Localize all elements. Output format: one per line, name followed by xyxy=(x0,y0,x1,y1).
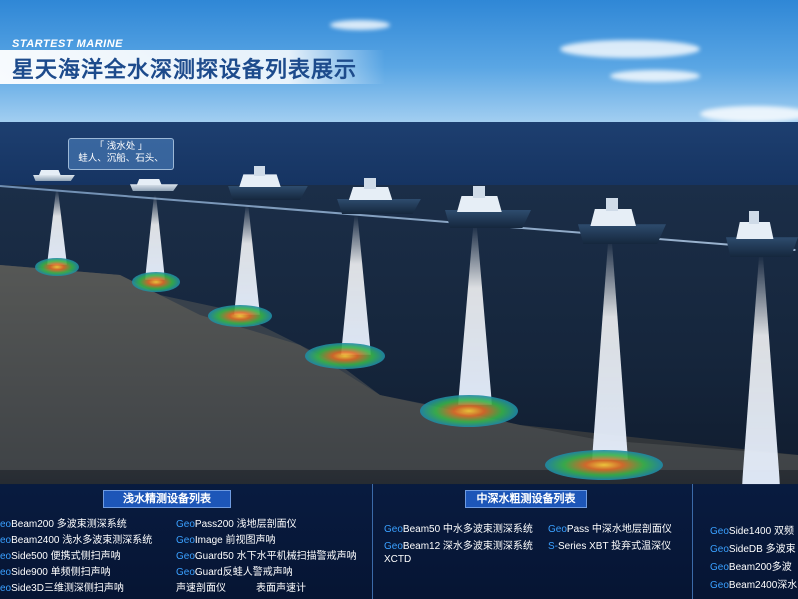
list-item: GeoGuard50 水下水平机械扫描警戒声呐 xyxy=(176,551,357,562)
cloud xyxy=(330,20,390,30)
mid-list-heading: 中深水粗测设备列表 xyxy=(465,490,587,508)
survey-ship xyxy=(726,210,798,257)
sonar-footprint xyxy=(35,258,79,276)
list-item: eoSide900 单频侧扫声呐 xyxy=(0,567,111,578)
survey-ship xyxy=(337,178,421,214)
list-item: eoBeam2400 浅水多波束测深系统 xyxy=(0,535,153,546)
shallow-callout: 「 浅水处 」 蛙人、沉船、石头、 xyxy=(68,138,174,170)
list-item: eoSide500 便携式侧扫声呐 xyxy=(0,551,121,562)
seabed-step xyxy=(0,265,798,470)
cloud xyxy=(560,40,700,58)
list-item: eoBeam200 多波束测深系统 xyxy=(0,519,127,530)
title-banner xyxy=(0,50,385,84)
list-item: GeoBeam50 中水多波束测深系统 xyxy=(384,524,533,535)
seabed-terrain xyxy=(0,265,798,485)
brand-name: STARTEST MARINE xyxy=(12,38,123,50)
cloud xyxy=(610,70,700,82)
list-item: eoSide3D三维测深侧扫声呐 xyxy=(0,583,124,594)
panel-divider xyxy=(372,484,373,599)
list-item: GeoGuard反蛙人警戒声呐 xyxy=(176,567,293,578)
page-title: 星天海洋全水深测探设备列表展示 xyxy=(12,57,358,82)
list-item: GeoBeam2400深水 xyxy=(710,580,798,591)
list-item: GeoImage 前视图声呐 xyxy=(176,535,276,546)
panel-divider xyxy=(692,484,693,599)
shallow-list-heading: 浅水精测设备列表 xyxy=(103,490,231,508)
list-item: GeoPass 中深水地层剖面仪 xyxy=(548,524,672,535)
list-item: GeoSideDB 多波束 xyxy=(710,544,796,555)
list-item: XCTD xyxy=(384,554,412,565)
list-item: S-Series XBT 投弃式温深仪 xyxy=(548,541,672,552)
sonar-footprint xyxy=(420,395,518,427)
sonar-footprint xyxy=(305,343,385,369)
callout-text: 蛙人、沉船、石头、 xyxy=(78,153,164,164)
list-item: GeoPass200 浅地层剖面仪 xyxy=(176,519,297,530)
list-item: GeoBeam200多波 xyxy=(710,562,792,573)
list-item: GeoSide1400 双频 xyxy=(710,526,794,537)
list-item: 声速剖面仪 xyxy=(176,583,226,594)
sonar-footprint xyxy=(208,305,272,327)
sonar-footprint xyxy=(132,272,180,292)
cloud xyxy=(700,106,798,122)
list-item: 表面声速计 xyxy=(256,583,306,594)
callout-title: 「 浅水处 」 xyxy=(94,141,148,152)
small-boat xyxy=(33,167,75,181)
survey-ship xyxy=(578,197,666,244)
survey-ship xyxy=(228,166,308,200)
small-boat xyxy=(130,176,178,191)
list-item: GeoBeam12 深水多波束测深系统 xyxy=(384,541,533,552)
survey-ship xyxy=(445,186,531,228)
sonar-footprint xyxy=(545,450,663,480)
